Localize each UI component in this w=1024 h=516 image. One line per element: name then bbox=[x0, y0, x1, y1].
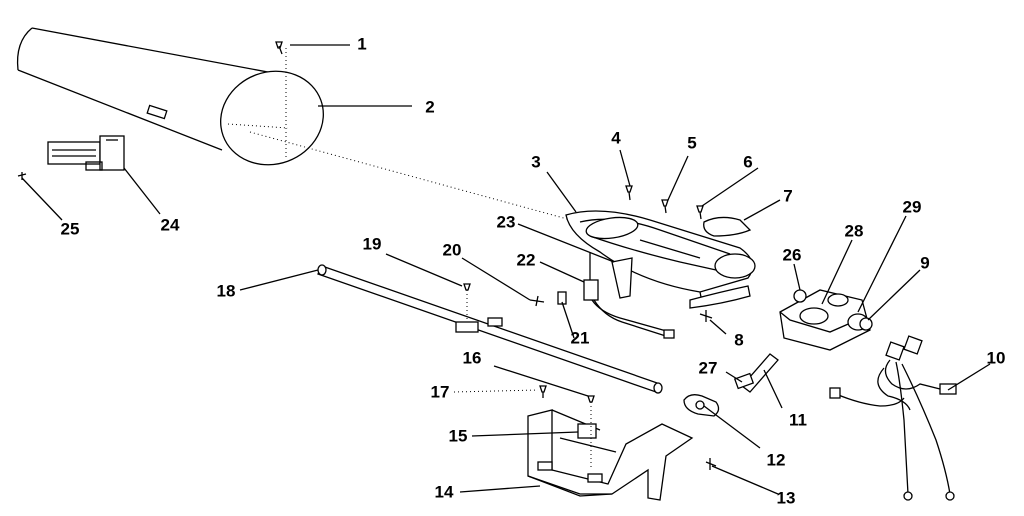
callout-10: 10 bbox=[987, 349, 1006, 368]
part-2-cylinder-shell bbox=[16, 27, 324, 166]
callout-labels: 1 2 3 4 5 6 7 8 9 10 11 12 13 14 15 16 1… bbox=[61, 35, 1006, 508]
part-17-screw bbox=[539, 385, 547, 398]
part-22-electrode bbox=[583, 252, 675, 339]
callout-12: 12 bbox=[767, 451, 786, 470]
callout-11: 11 bbox=[789, 411, 807, 430]
callout-15: 15 bbox=[449, 427, 468, 446]
callout-6: 6 bbox=[743, 153, 752, 172]
part-15-base-bracket bbox=[527, 409, 694, 501]
callout-9: 9 bbox=[920, 254, 929, 273]
part-6-screw bbox=[696, 205, 704, 220]
part-18-rod bbox=[317, 264, 663, 394]
part-26-fitting bbox=[793, 289, 807, 303]
part-20-screw bbox=[529, 295, 545, 307]
callout-27: 27 bbox=[699, 359, 718, 378]
part-19-screw bbox=[455, 283, 503, 333]
part-24-switch-bracket bbox=[47, 135, 125, 171]
part-4-screw bbox=[625, 185, 633, 201]
callout-17: 17 bbox=[431, 383, 450, 402]
callout-1: 1 bbox=[357, 35, 366, 54]
callout-26: 26 bbox=[783, 246, 802, 265]
callout-24: 24 bbox=[161, 216, 180, 235]
callout-16: 16 bbox=[463, 349, 482, 368]
part-9-connector bbox=[859, 317, 873, 331]
part-5-screw bbox=[661, 199, 669, 214]
part-27-clip bbox=[733, 372, 755, 390]
part-28-valve-body bbox=[779, 289, 871, 351]
callout-3: 3 bbox=[531, 153, 540, 172]
part-11-tube bbox=[741, 353, 779, 393]
callout-25: 25 bbox=[61, 220, 80, 239]
callout-22: 22 bbox=[517, 251, 536, 270]
callout-29: 29 bbox=[903, 198, 922, 217]
part-8-screw bbox=[699, 310, 713, 322]
part-23-bracket bbox=[611, 257, 633, 299]
part-3-burner-assembly bbox=[565, 210, 756, 309]
callout-14: 14 bbox=[435, 483, 454, 502]
callout-28: 28 bbox=[845, 222, 864, 241]
callout-21: 21 bbox=[571, 329, 590, 348]
callout-4: 4 bbox=[611, 129, 621, 148]
callout-18: 18 bbox=[217, 282, 236, 301]
callout-19: 19 bbox=[363, 235, 382, 254]
callout-13: 13 bbox=[777, 489, 796, 508]
part-1-screw bbox=[275, 41, 283, 55]
callout-23: 23 bbox=[497, 213, 516, 232]
callout-20: 20 bbox=[443, 241, 462, 260]
callout-5: 5 bbox=[687, 134, 696, 153]
assembly-guide-line bbox=[249, 131, 601, 229]
callout-8: 8 bbox=[734, 331, 743, 350]
part-10-wire-harness bbox=[829, 335, 957, 501]
part-13-screw bbox=[705, 458, 717, 470]
part-14-base-plate bbox=[527, 475, 613, 497]
part-7-clip bbox=[703, 216, 752, 237]
callout-7: 7 bbox=[783, 187, 792, 206]
leader-lines bbox=[21, 44, 991, 495]
callout-2: 2 bbox=[425, 98, 434, 117]
part-16-screw bbox=[587, 395, 595, 470]
